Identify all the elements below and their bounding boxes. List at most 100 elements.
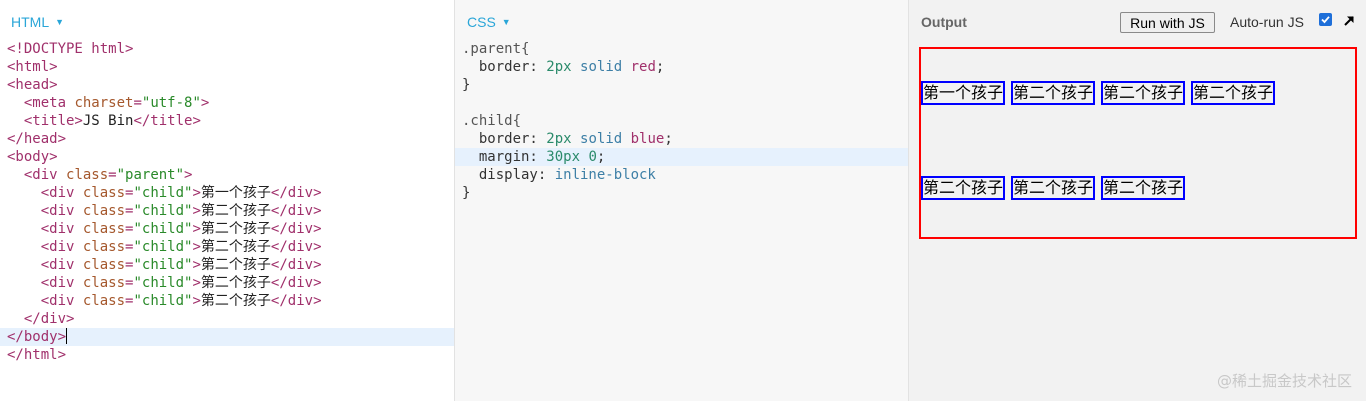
code-line: </head> — [0, 130, 454, 148]
code-token: charset — [74, 95, 134, 111]
code-line: <div class="parent"> — [0, 166, 454, 184]
css-code-editor[interactable]: .parent{ border: 2px solid red;}.child{ … — [455, 40, 908, 202]
code-token: <div — [40, 221, 83, 237]
child-box: 第二个孩子 — [1011, 176, 1096, 200]
code-token: class — [82, 257, 126, 273]
code-token: = — [133, 95, 142, 111]
code-token: <body> — [7, 149, 58, 165]
code-line: display: inline-block — [455, 166, 908, 184]
code-token: JS Bin — [82, 113, 134, 129]
code-token: 第二个孩子 — [200, 203, 271, 219]
code-token: .child{ — [462, 113, 522, 129]
code-token: <div — [23, 167, 67, 183]
code-line: } — [455, 184, 908, 202]
code-token: border: — [462, 59, 547, 75]
code-token: margin: — [462, 149, 547, 165]
code-token: 第二个孩子 — [200, 275, 271, 291]
watermark: @稀土掘金技术社区 — [1216, 372, 1352, 390]
code-token: </div> — [23, 311, 75, 327]
code-token: > — [192, 239, 201, 255]
run-with-js-button[interactable]: Run with JS — [1120, 12, 1215, 33]
code-token: </div> — [270, 293, 322, 309]
code-token — [7, 167, 24, 183]
code-token: </div> — [270, 221, 322, 237]
code-token: "child" — [133, 239, 193, 255]
html-tab[interactable]: HTML▼ — [11, 14, 64, 30]
code-token: </div> — [270, 275, 322, 291]
code-token: <div — [40, 257, 83, 273]
child-box: 第二个孩子 — [1101, 176, 1186, 200]
code-token: </div> — [270, 239, 322, 255]
code-token — [7, 275, 41, 291]
code-line: margin: 30px 0; — [455, 148, 908, 166]
code-token: solid — [580, 59, 623, 75]
code-token: <head> — [7, 77, 58, 93]
code-line: </body> — [0, 328, 454, 346]
css-tab-label: CSS — [467, 14, 496, 30]
code-line: <meta charset="utf-8"> — [0, 94, 454, 112]
code-token: </div> — [270, 203, 322, 219]
child-box: 第二个孩子 — [1191, 81, 1276, 105]
code-token: 第二个孩子 — [200, 221, 271, 237]
code-token: <html> — [7, 59, 58, 75]
checkmark-icon — [1321, 16, 1330, 24]
popout-icon[interactable] — [1342, 13, 1356, 27]
code-token: class — [66, 167, 109, 183]
code-token: class — [82, 203, 126, 219]
code-token — [7, 113, 24, 129]
output-title: Output — [921, 14, 967, 30]
code-token: "child" — [133, 221, 193, 237]
code-line: <title>JS Bin</title> — [0, 112, 454, 130]
code-token: } — [462, 77, 471, 93]
code-token — [7, 95, 24, 111]
code-token: "utf-8" — [141, 95, 201, 111]
code-token: ; — [664, 131, 673, 147]
code-token: "parent" — [116, 167, 185, 183]
code-token — [572, 59, 580, 75]
code-token: = — [125, 239, 134, 255]
code-token: > — [192, 275, 201, 291]
code-token: 0 — [588, 149, 597, 165]
code-token: > — [184, 167, 193, 183]
css-tab[interactable]: CSS ▼ — [467, 14, 511, 30]
code-line: } — [455, 76, 908, 94]
code-token: 2px — [546, 131, 572, 147]
css-panel-header: CSS ▼ — [455, 0, 908, 42]
code-token: "child" — [133, 293, 193, 309]
code-token: = — [125, 221, 134, 237]
code-line: .parent{ — [455, 40, 908, 58]
code-token: = — [125, 257, 134, 273]
code-token: <title> — [23, 113, 83, 129]
code-token: 2px — [546, 59, 572, 75]
code-token: .parent{ — [462, 41, 530, 57]
autorun-label: Auto-run JS — [1230, 14, 1304, 30]
code-token: <!DOCTYPE html> — [7, 41, 134, 57]
code-token: "child" — [133, 257, 193, 273]
code-line: <div class="child">第一个孩子</div> — [0, 184, 454, 202]
code-token: <div — [40, 185, 83, 201]
autorun-checkbox[interactable] — [1319, 13, 1332, 26]
code-token: > — [200, 95, 210, 111]
code-line: </div> — [0, 310, 454, 328]
html-tab-label: HTML — [11, 14, 50, 30]
chevron-down-icon: ▼ — [501, 17, 511, 27]
code-token: border: — [462, 131, 547, 147]
code-line: </html> — [0, 346, 454, 364]
code-token: <div — [40, 239, 83, 255]
code-line: <div class="child">第二个孩子</div> — [0, 274, 454, 292]
code-token: 30px — [546, 149, 581, 165]
html-code-editor[interactable]: <!DOCTYPE html> <html> <head> <meta charse… — [0, 40, 454, 364]
code-token: class — [82, 293, 126, 309]
code-line: <div class="child">第二个孩子</div> — [0, 238, 454, 256]
code-token: <meta — [23, 95, 75, 111]
code-token: = — [125, 293, 134, 309]
code-line: <div class="child">第二个孩子</div> — [0, 220, 454, 238]
code-token: 第二个孩子 — [200, 239, 271, 255]
child-box: 第一个孩子 — [921, 81, 1006, 105]
code-token — [7, 257, 41, 273]
child-box: 第二个孩子 — [1011, 81, 1096, 105]
html-panel-header: HTML▼ — [0, 0, 454, 42]
code-token: <div — [40, 203, 83, 219]
code-token: > — [192, 203, 201, 219]
code-token: "child" — [133, 203, 193, 219]
